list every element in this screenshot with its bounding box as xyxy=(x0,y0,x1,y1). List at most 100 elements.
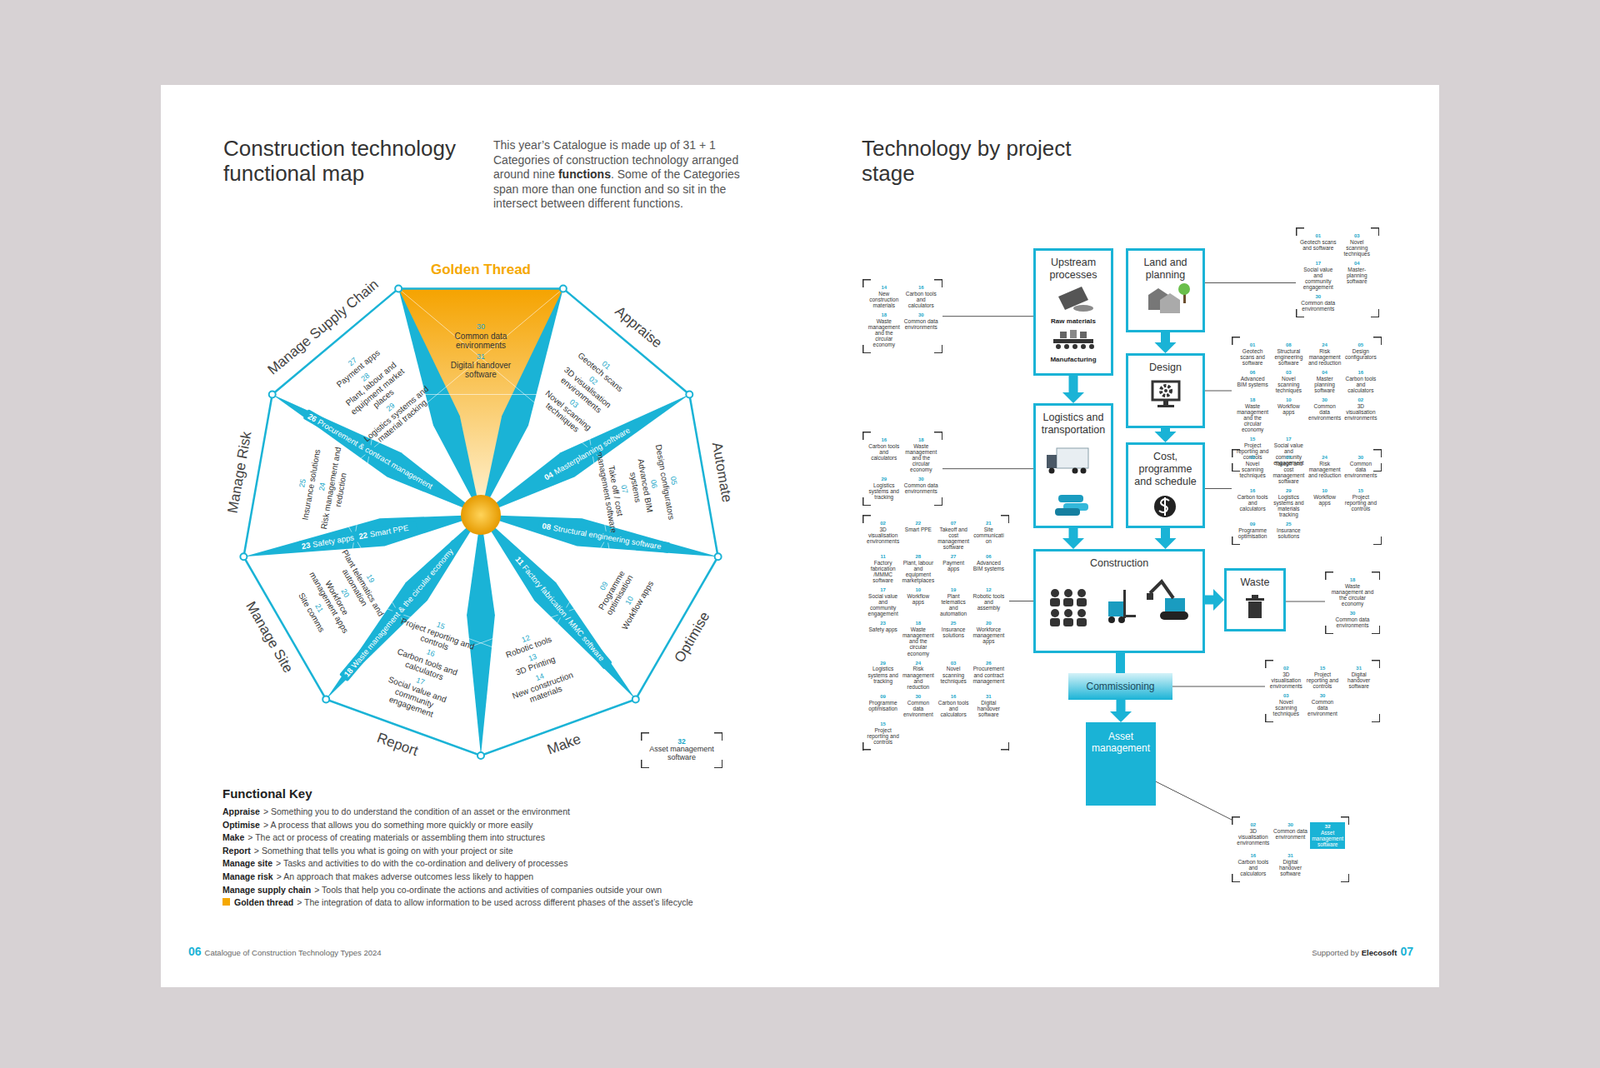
category-name: Waste management and the circular econom… xyxy=(904,443,940,474)
key-term: Report xyxy=(222,845,251,856)
function-label: Make xyxy=(545,730,584,759)
category-name: Project reporting and controls xyxy=(1344,494,1378,512)
raw-materials-icon xyxy=(1073,305,1094,312)
callout-number: 18 xyxy=(1329,577,1376,584)
category-name: 3D visualisation environments xyxy=(1344,403,1378,421)
category-name: Takeoff and cost management software xyxy=(937,526,970,551)
category-name: Plant telematics and automation xyxy=(937,593,970,618)
category-item: 07Take off / cost management software xyxy=(594,446,636,537)
design-icon xyxy=(1160,385,1171,396)
callout-number: 11 xyxy=(866,554,900,560)
callout-number: 18 xyxy=(901,620,935,627)
callout-number: 18 xyxy=(904,437,940,444)
flow-arrow xyxy=(1062,528,1085,550)
category-name: Carbon tools and calculators xyxy=(1235,859,1271,877)
category-name: Geotech scans and software xyxy=(1235,348,1270,366)
category-name: 3D visualisation environments xyxy=(866,526,900,545)
category-name: Common data environments xyxy=(1300,300,1337,312)
category-name: Common data environments xyxy=(1329,616,1376,629)
commissioning-band: Commissioning xyxy=(1068,673,1173,700)
category-item: 06Advanced BIM systems xyxy=(1235,370,1270,388)
stage-title: Construction xyxy=(1035,557,1203,570)
category-item: 023D visualisation environments xyxy=(1344,397,1378,421)
dollar-icon xyxy=(1159,497,1170,516)
legend-text: Golden thread xyxy=(234,897,294,908)
leader-connector xyxy=(1205,282,1296,284)
flow-arrow xyxy=(1120,653,1121,674)
category-bracket: 01Geotech scans and software03Novel scan… xyxy=(1295,227,1380,318)
category-item: 03Novel scanning techniques xyxy=(1235,455,1270,479)
connector-line xyxy=(1205,390,1232,392)
callout-number: 23 xyxy=(300,540,311,552)
intro-text: This year’s Catalogue is made up of 31 +… xyxy=(493,138,762,212)
category-name: Structural engineering software xyxy=(1271,348,1305,366)
connector-line xyxy=(1116,700,1126,713)
pipes-icon xyxy=(1055,508,1080,516)
key-row: Optimise> A process that allows you do s… xyxy=(222,820,534,830)
callout-number: 22 xyxy=(358,530,369,542)
category-item: 07Takeoff and cost management software xyxy=(937,520,970,550)
callout-number: 16 xyxy=(904,285,940,291)
callout-number: 08 xyxy=(1271,342,1305,349)
callout-number: 17 xyxy=(1300,260,1337,267)
category-name: Safety apps xyxy=(311,532,355,550)
key-row: Manage site> Tasks and activities to do … xyxy=(222,858,568,869)
category-item: 03Novel scanning techniques xyxy=(937,660,970,685)
excavator-icon xyxy=(1160,611,1189,620)
category-item: 16Carbon tools and calculators xyxy=(866,437,902,461)
callout-number: 06 xyxy=(972,554,1005,560)
stage-title: Upstream processes xyxy=(1035,256,1111,282)
workers-icon xyxy=(1064,609,1073,618)
flow-arrow xyxy=(1155,332,1177,354)
leader-connector xyxy=(1205,488,1232,490)
category-item: 15Project reporting and controls xyxy=(1344,488,1378,512)
sector-items: 09Programme optimisation10Workflow apps xyxy=(576,545,665,646)
category-name: Novel scanning techniques xyxy=(1271,375,1305,394)
callout-number: 06 xyxy=(1235,370,1270,376)
category-name: Common data environment xyxy=(1305,699,1340,717)
function-label: Optimise xyxy=(671,609,715,666)
category-name: Digital handover software xyxy=(1273,859,1309,877)
key-row: Make> The act or process of creating mat… xyxy=(222,832,545,843)
category-name: Programme optimisation xyxy=(866,700,900,712)
key-row: Report> Something that tells you what is… xyxy=(222,845,514,856)
workers-icon xyxy=(1077,589,1086,598)
stage-title: Cost, programme and schedule xyxy=(1128,450,1203,489)
category-name: Novel scanning techniques xyxy=(937,665,970,684)
callout-number: 31 xyxy=(972,694,1005,700)
design-icon xyxy=(1152,381,1180,408)
flow-arrow xyxy=(1155,428,1177,443)
stage-box: Cost, programme and schedule xyxy=(1125,442,1205,529)
connector-line xyxy=(1285,601,1325,603)
category-item: 27Payment apps xyxy=(937,554,970,572)
category-name: Risk management and reduction xyxy=(1308,460,1342,479)
key-row: Appraise> Something you to do understand… xyxy=(222,806,570,817)
sector-items: 30Common data environments31Digital hand… xyxy=(437,320,525,383)
category-item: 24Risk management and reduction xyxy=(1308,455,1342,479)
excavator-icon xyxy=(1150,581,1174,599)
footer-text: Catalogue of Construction Technology Typ… xyxy=(205,948,382,958)
callout-number: 30 xyxy=(437,323,525,332)
category-item: 18Waste management and the circular econ… xyxy=(904,437,940,473)
category-item: 29Logistics systems and materials tracki… xyxy=(1271,488,1305,518)
forklift-icon xyxy=(1118,616,1125,624)
conveyor-icon xyxy=(1080,344,1086,350)
category-item: 14New construction materials xyxy=(866,285,902,309)
callout-number: 31 xyxy=(1273,853,1309,860)
category-name: Master planning software xyxy=(1308,375,1342,394)
flow-arrow xyxy=(1205,589,1225,611)
nonagon-outline xyxy=(243,288,718,756)
key-description: > Something you to do understand the con… xyxy=(263,806,570,817)
key-term: Manage site xyxy=(222,858,273,869)
callout-number: 04 xyxy=(1308,370,1342,376)
nonagon-ground xyxy=(243,288,718,756)
category-bracket: 023D visualisation environments15Project… xyxy=(1265,660,1380,723)
category-name: Project reporting and controls xyxy=(1305,671,1340,690)
category-name: Common data environments xyxy=(437,331,525,350)
category-item: 30Common data environments xyxy=(904,476,940,495)
stage-title: Logistics and transportation xyxy=(1035,411,1111,437)
category-item: 30Common data environment xyxy=(1305,693,1340,717)
key-row: Manage risk> An approach that makes adve… xyxy=(222,871,534,882)
spoke-label: 23Safety apps22Smart PPE xyxy=(297,520,418,553)
design-icon xyxy=(1157,405,1175,408)
